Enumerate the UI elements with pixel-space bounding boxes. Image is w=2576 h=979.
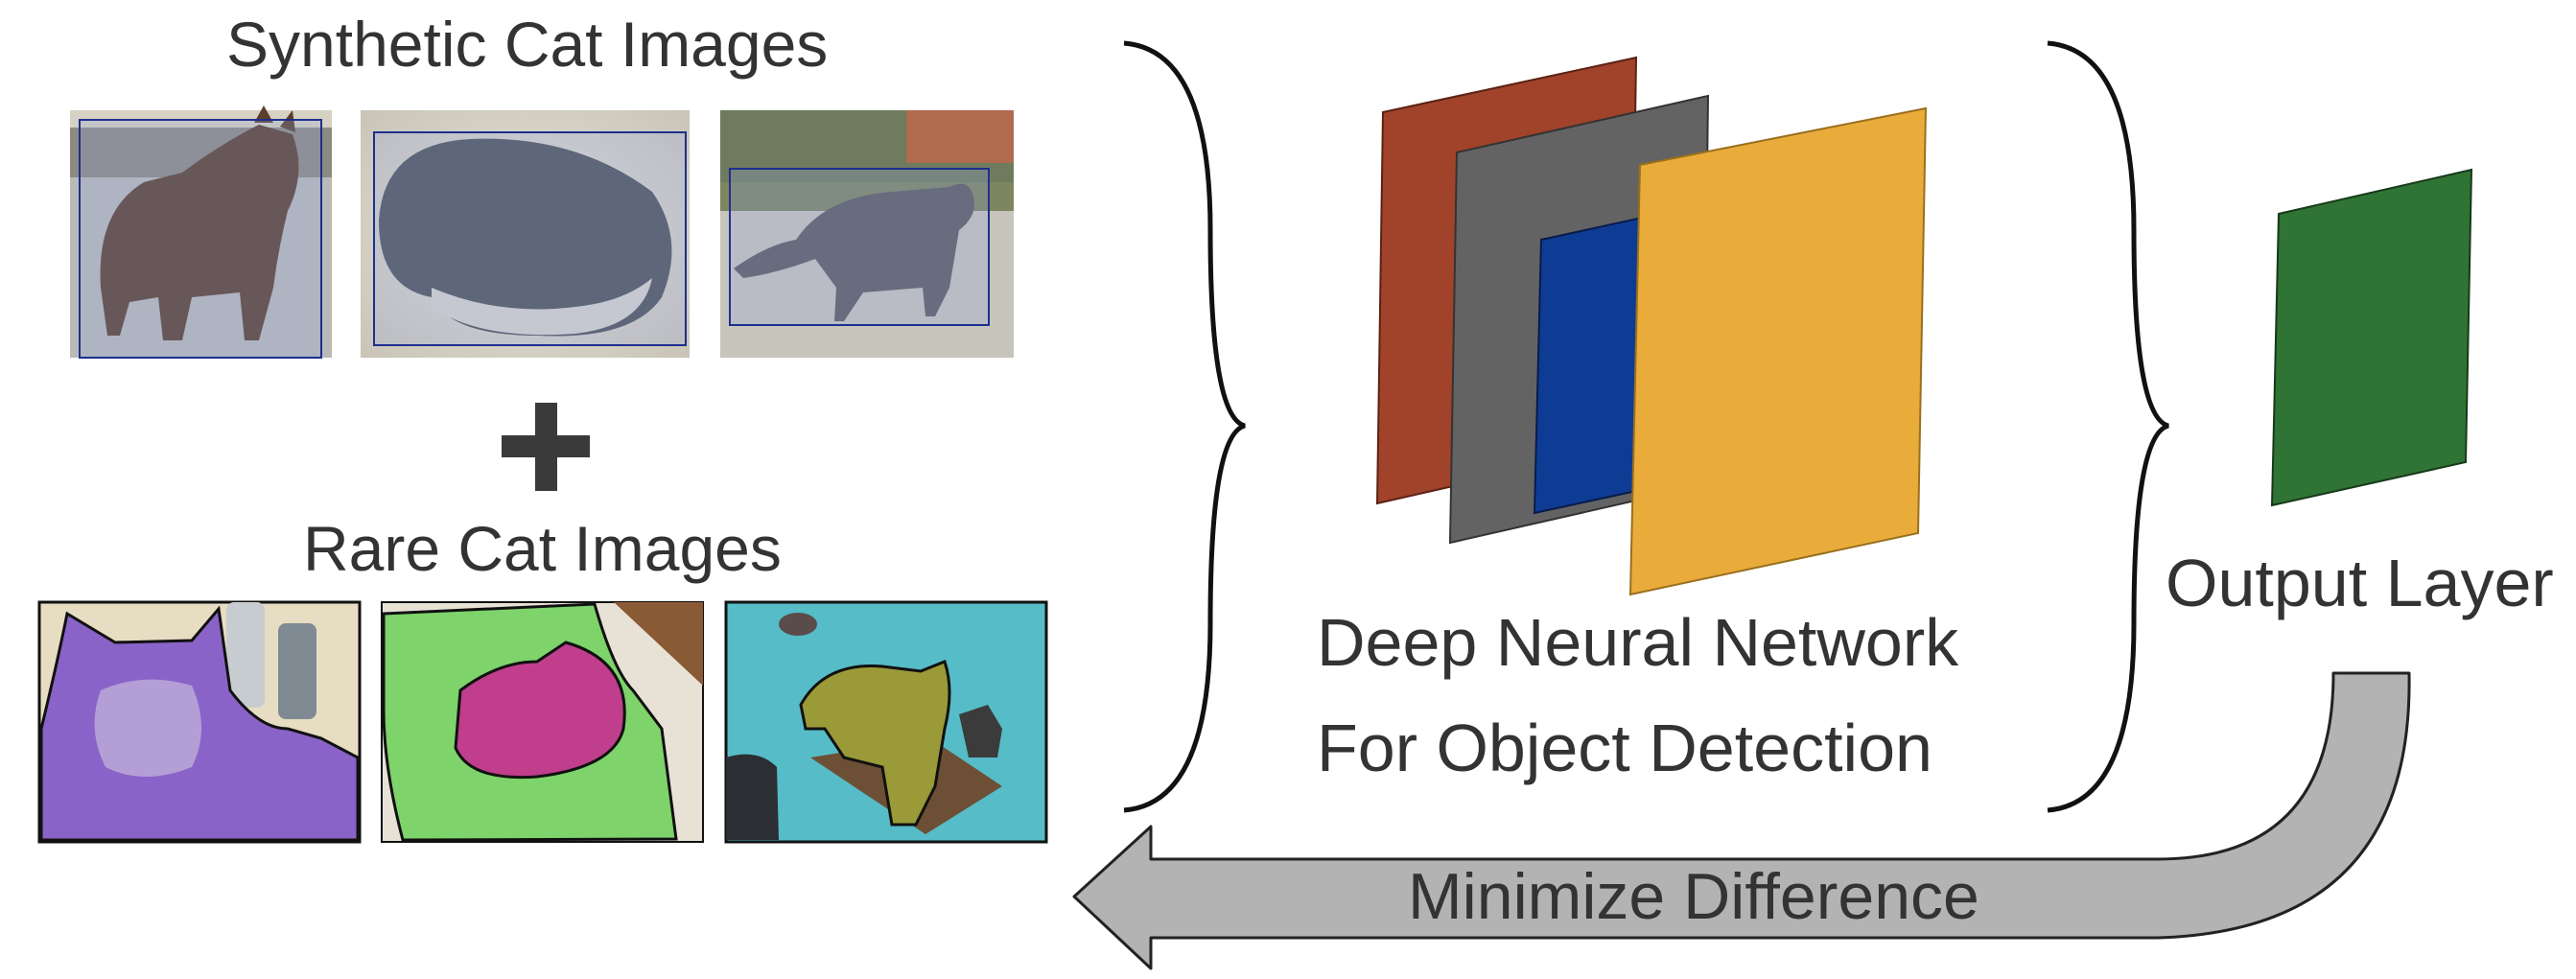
rare-image-1	[37, 600, 362, 844]
dnn-label-line1: Deep Neural Network	[1317, 605, 1959, 680]
rare-image-2	[381, 601, 704, 843]
synthetic-image-3	[720, 110, 1014, 358]
plus-icon	[502, 403, 590, 491]
synthetic-image-2	[361, 110, 690, 358]
minimize-difference-arrow	[1072, 671, 2411, 970]
rare-images-title: Rare Cat Images	[303, 513, 782, 584]
left-brace	[1123, 40, 1246, 813]
synthetic-image-1	[70, 105, 332, 359]
dnn-layer-yellow	[1628, 106, 1928, 596]
dnn-layer-stack	[1375, 56, 1928, 596]
dnn-label-line2: For Object Detection	[1317, 711, 1932, 785]
right-brace	[2047, 40, 2169, 813]
output-layer-plane	[2270, 168, 2473, 507]
rare-image-3	[724, 600, 1048, 844]
output-layer-label: Output Layer	[2166, 546, 2554, 620]
minimize-difference-label: Minimize Difference	[1408, 860, 1979, 933]
synthetic-images-title: Synthetic Cat Images	[226, 9, 829, 80]
